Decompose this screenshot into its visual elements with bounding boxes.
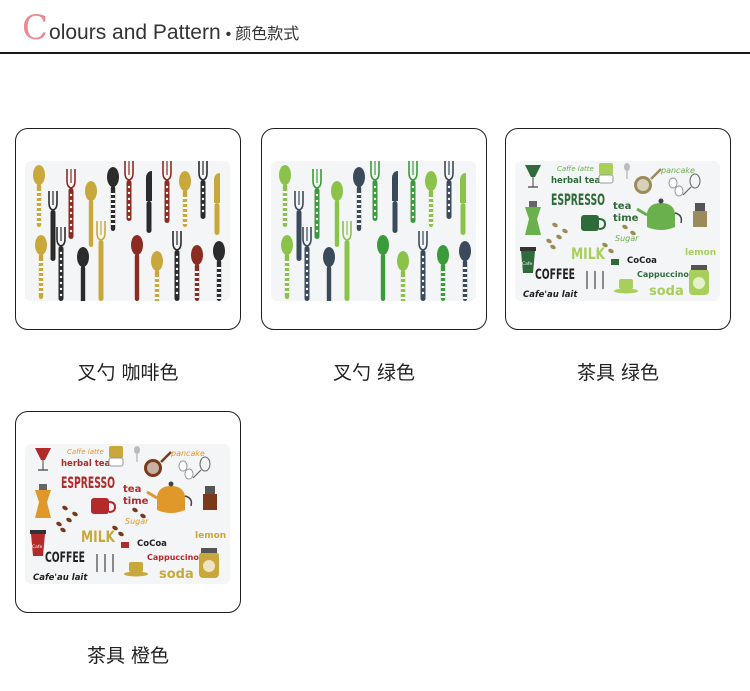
svg-text:CoCoa: CoCoa [137, 539, 167, 549]
svg-text:pancake: pancake [170, 449, 205, 458]
svg-text:Caffe latte: Caffe latte [67, 448, 104, 456]
product-card-cutlery-green[interactable] [261, 128, 487, 330]
header-divider [0, 52, 750, 54]
svg-text:lemon: lemon [685, 248, 716, 258]
svg-text:COFFEE: COFFEE [45, 550, 85, 566]
cutlery-pattern-image [33, 161, 225, 301]
section-header: C olours and Pattern • 颜色款式 [0, 0, 750, 54]
svg-text:Cafe: Cafe [32, 544, 42, 550]
svg-text:soda: soda [159, 567, 194, 582]
svg-text:Sugar: Sugar [125, 517, 149, 526]
svg-text:Sugar: Sugar [615, 234, 639, 243]
section-title: C olours and Pattern • 颜色款式 [22, 8, 299, 48]
title-subtitle: 颜色款式 [235, 24, 300, 43]
svg-text:soda: soda [649, 284, 684, 299]
svg-text:herbal tea: herbal tea [61, 459, 111, 469]
title-bullet: • [225, 26, 232, 43]
svg-text:Cappuccino: Cappuccino [147, 553, 199, 562]
svg-text:Cappuccino: Cappuccino [637, 270, 689, 279]
title-text: olours and Pattern [49, 21, 221, 44]
product-caption: 叉勺 咖啡色 [77, 362, 179, 384]
svg-text:lemon: lemon [195, 531, 226, 541]
svg-text:Cafe'au lait: Cafe'au lait [33, 573, 88, 583]
svg-text:MILK: MILK [81, 527, 116, 546]
svg-text:Caffe latte: Caffe latte [557, 165, 594, 173]
svg-text:herbal tea: herbal tea [551, 176, 601, 186]
product-card-cutlery-coffee[interactable] [15, 128, 241, 330]
svg-text:CoCoa: CoCoa [627, 256, 657, 266]
product-caption: 叉勺 绿色 [332, 362, 416, 384]
title-initial: C [22, 8, 49, 48]
product-caption: 茶具 绿色 [576, 362, 660, 384]
svg-text:Cafe: Cafe [522, 261, 532, 267]
svg-text:tea: tea [613, 201, 631, 212]
product-caption: 茶具 橙色 [86, 645, 170, 667]
svg-text:MILK: MILK [571, 244, 606, 263]
svg-text:time: time [613, 213, 639, 224]
svg-text:ESPRESSO: ESPRESSO [61, 473, 115, 492]
cutlery-pattern-image [279, 161, 471, 301]
svg-text:time: time [123, 496, 149, 507]
placemat-image [25, 161, 230, 301]
svg-text:ESPRESSO: ESPRESSO [551, 190, 605, 209]
svg-text:Cafe'au lait: Cafe'au lait [523, 290, 578, 300]
svg-text:pancake: pancake [660, 166, 695, 175]
svg-text:COFFEE: COFFEE [535, 267, 575, 283]
svg-text:tea: tea [123, 484, 141, 495]
placemat-image [271, 161, 476, 301]
